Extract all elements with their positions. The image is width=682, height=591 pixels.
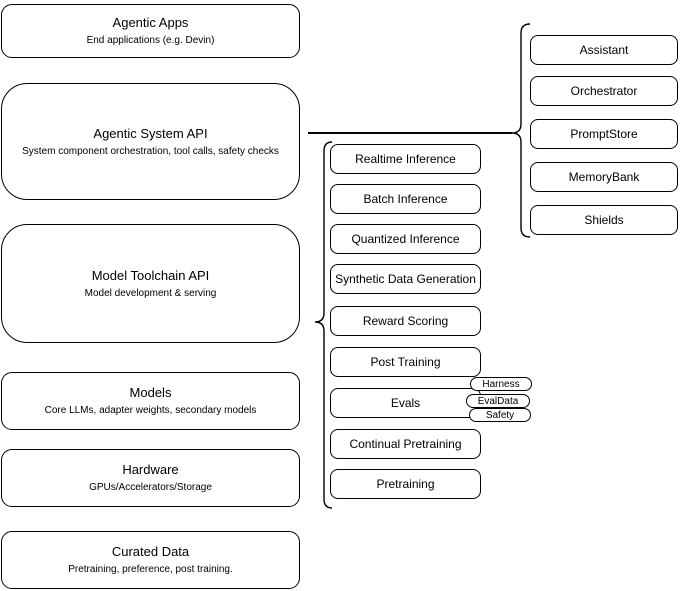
component-orchestrator: Orchestrator bbox=[530, 76, 678, 106]
toolchain-item-label: Quantized Inference bbox=[351, 232, 460, 246]
toolchain-item-label: Pretraining bbox=[376, 477, 435, 491]
component-label: PromptStore bbox=[570, 127, 638, 141]
toolchain-item-label: Post Training bbox=[370, 355, 441, 369]
eval-tag-evaldata: EvalData bbox=[466, 394, 530, 408]
layer-title: Agentic Apps bbox=[112, 15, 189, 30]
toolchain-item-synthetic-data-generation: Synthetic Data Generation bbox=[330, 264, 481, 294]
eval-tag-label: Safety bbox=[485, 409, 515, 421]
component-assistant: Assistant bbox=[530, 35, 678, 65]
layer-title: Curated Data bbox=[111, 544, 190, 559]
component-label: Assistant bbox=[579, 43, 629, 57]
toolchain-item-reward-scoring: Reward Scoring bbox=[330, 306, 481, 336]
toolchain-item-label: Evals bbox=[390, 396, 421, 410]
layer-hardware: Hardware GPUs/Accelerators/Storage bbox=[1, 449, 300, 507]
component-shields: Shields bbox=[530, 205, 678, 235]
toolchain-item-realtime-inference: Realtime Inference bbox=[330, 144, 481, 174]
toolchain-item-evals: Evals bbox=[330, 388, 481, 418]
layer-subtitle: Pretraining, preference, post training. bbox=[68, 564, 233, 575]
layer-curated-data: Curated Data Pretraining, preference, po… bbox=[1, 531, 300, 589]
layer-title: Model Toolchain API bbox=[91, 267, 210, 283]
component-label: Orchestrator bbox=[570, 84, 638, 98]
toolchain-item-continual-pretraining: Continual Pretraining bbox=[330, 429, 481, 459]
toolchain-item-batch-inference: Batch Inference bbox=[330, 184, 481, 214]
layer-subtitle: Core LLMs, adapter weights, secondary mo… bbox=[44, 405, 257, 416]
layer-subtitle: System component orchestration, tool cal… bbox=[22, 145, 279, 157]
toolchain-item-quantized-inference: Quantized Inference bbox=[330, 224, 481, 254]
layer-title: Agentic System API bbox=[93, 125, 208, 141]
layer-subtitle: Model development & serving bbox=[84, 287, 217, 299]
eval-tag-harness: Harness bbox=[470, 377, 532, 391]
toolchain-item-label: Continual Pretraining bbox=[349, 437, 462, 451]
eval-tag-label: Harness bbox=[482, 378, 520, 390]
component-promptstore: PromptStore bbox=[530, 119, 678, 149]
component-label: MemoryBank bbox=[568, 170, 640, 184]
toolchain-item-pretraining: Pretraining bbox=[330, 469, 481, 499]
component-memorybank: MemoryBank bbox=[530, 162, 678, 192]
eval-tag-label: EvalData bbox=[477, 395, 519, 407]
layer-title: Hardware bbox=[122, 462, 179, 477]
toolchain-item-label: Reward Scoring bbox=[362, 314, 449, 328]
layer-subtitle: GPUs/Accelerators/Storage bbox=[89, 482, 212, 493]
layer-agentic-system-api: Agentic System API System component orch… bbox=[1, 83, 300, 200]
system-components-brace bbox=[511, 23, 531, 238]
layer-title: Models bbox=[129, 385, 172, 400]
toolchain-item-label: Synthetic Data Generation bbox=[335, 272, 476, 286]
component-label: Shields bbox=[584, 213, 624, 227]
toolchain-item-label: Batch Inference bbox=[363, 192, 448, 206]
layer-model-toolchain-api: Model Toolchain API Model development & … bbox=[1, 224, 300, 343]
toolchain-item-post-training: Post Training bbox=[330, 347, 481, 377]
toolchain-item-label: Realtime Inference bbox=[355, 152, 456, 166]
layer-models: Models Core LLMs, adapter weights, secon… bbox=[1, 372, 300, 430]
layer-subtitle: End applications (e.g. Devin) bbox=[86, 35, 215, 46]
eval-tag-safety: Safety bbox=[469, 408, 531, 422]
layer-agentic-apps: Agentic Apps End applications (e.g. Devi… bbox=[1, 4, 300, 58]
